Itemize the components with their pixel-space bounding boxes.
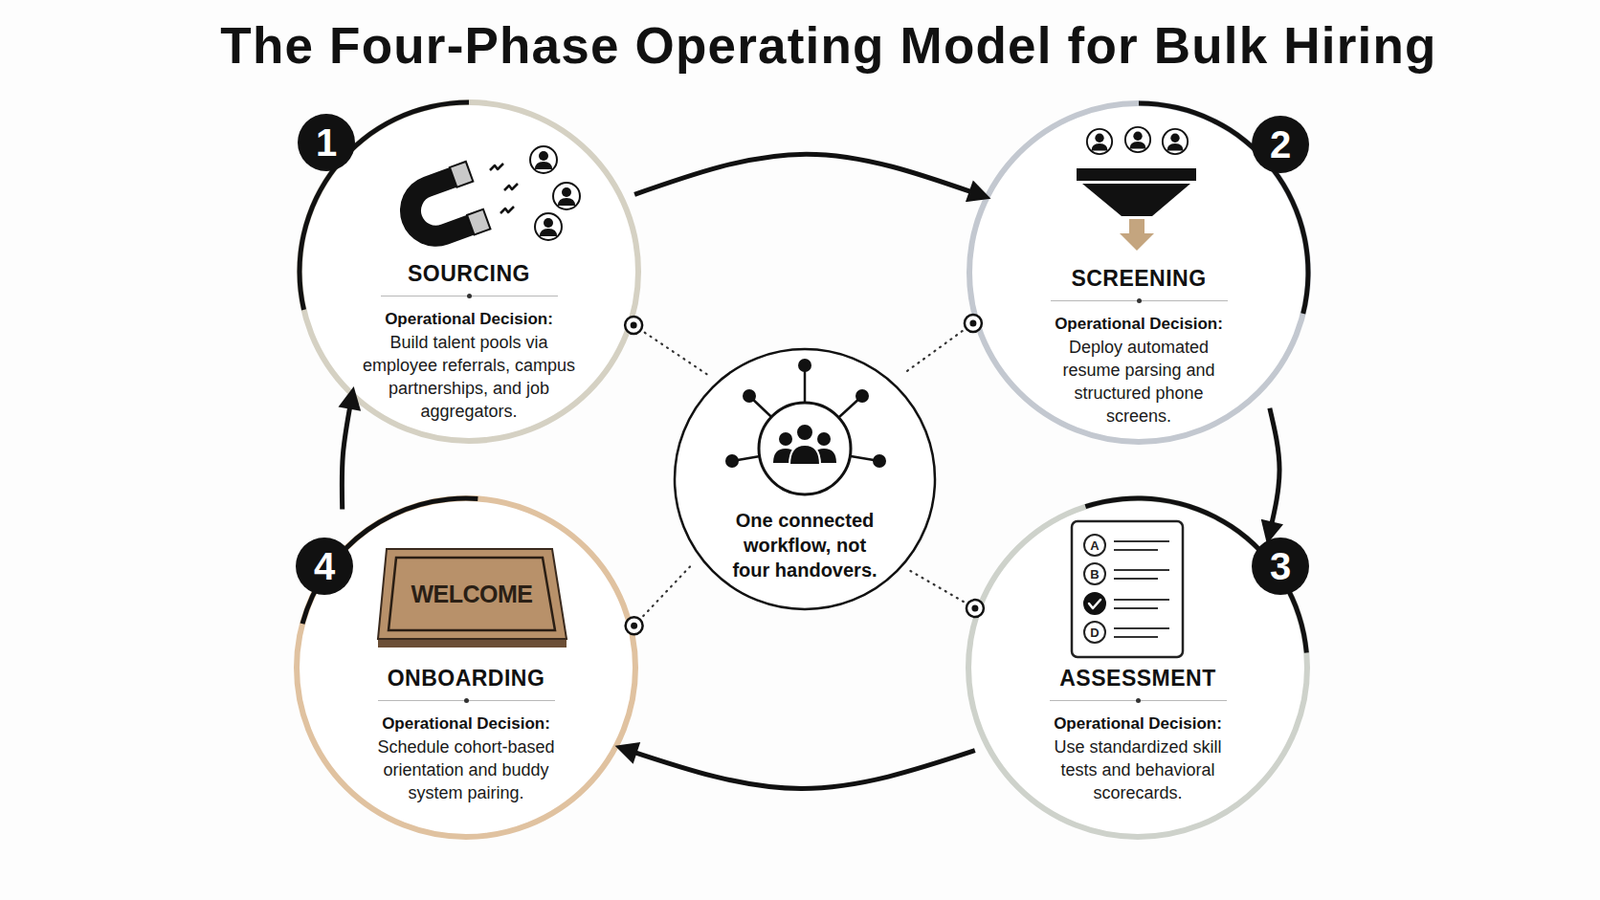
callout-number: 1 [297,113,356,172]
circle-ring [674,349,935,610]
phase-heading: ONBOARDING [370,665,562,692]
flow-arrow [634,154,978,195]
flow-arrow [627,750,976,789]
ring-accent [1085,495,1310,653]
circle-ring [296,498,636,838]
text-column: ONBOARDING Operational Decision:Schedule … [370,665,562,805]
connector-group [624,316,708,375]
divider-line [380,295,558,297]
divider-line [1049,700,1227,702]
connector-group [341,400,352,510]
decision-text: Build talent pools via employee referral… [354,331,584,423]
connector-group [902,314,982,375]
dotted-link [902,323,974,375]
decision-label: Operational Decision: [1045,312,1233,336]
connector-group [625,563,694,635]
divider-line [1050,300,1228,302]
option-letter: B [1089,567,1099,582]
decision-text: Schedule cohort-based orientation and bu… [370,735,562,805]
circle-ring [969,103,1309,443]
decision-text: Deploy automated resume parsing and stru… [1045,335,1233,428]
divider-dot [464,698,469,704]
connector-group [910,571,984,618]
hub-text: One connected workflow, not four handove… [726,508,885,583]
dotted-link [910,571,976,609]
decision-text: Use standardized skill tests and behavio… [1044,735,1232,805]
divider-dot [466,293,472,299]
connector-group [627,750,976,789]
dotted-link [633,325,708,375]
callout-number: 3 [1251,537,1310,596]
connector-group [1269,408,1280,532]
flow-arrow [341,400,352,510]
decision-label: Operational Decision: [354,308,584,332]
text-column: One connected workflow, not four handove… [726,508,885,583]
flow-arrow [1269,408,1280,532]
option-letter: D [1089,625,1099,641]
phase-heading: SOURCING [354,260,584,288]
dotted-link [634,563,694,626]
hub-circle: One connected workflow, not four handove… [672,347,937,612]
decision-label: Operational Decision: [1044,712,1232,736]
text-column: ASSESSMENT Operational Decision:Use stand… [1044,665,1232,805]
mat-text: WELCOME [410,580,533,609]
decision-label: Operational Decision: [370,712,562,736]
callout-number: 2 [1251,115,1310,174]
phase-heading: ASSESSMENT [1044,665,1232,692]
divider-dot [1135,698,1141,704]
callout-number: 4 [295,537,354,596]
divider-dot [1136,298,1142,304]
divider-line [377,700,556,702]
option-letter: A [1089,538,1099,554]
phase-heading: SCREENING [1045,265,1233,292]
text-column: SOURCING Operational Decision:Build talen… [354,260,584,423]
connector-group [634,154,978,195]
text-column: SCREENING Operational Decision:Deploy aut… [1045,265,1233,428]
diagram-title: The Four-Phase Operating Model for Bulk … [220,17,1437,75]
